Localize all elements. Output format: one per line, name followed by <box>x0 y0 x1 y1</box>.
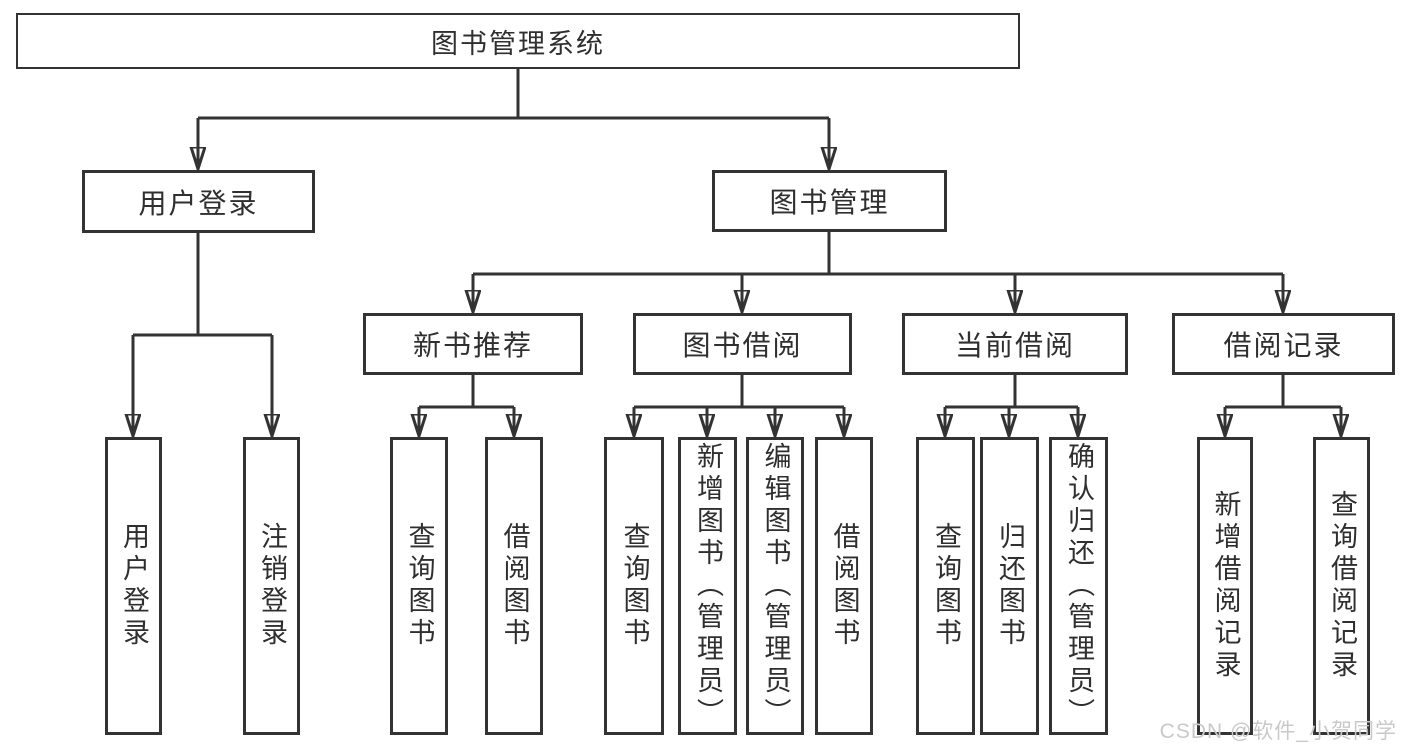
connector-new-book-branch <box>419 375 514 436</box>
node-current-borrowing: 当前借阅 <box>902 313 1128 375</box>
node-book-borrowing: 图书借阅 <box>633 313 852 375</box>
csdn-watermark: CSDN @软件_小贺同学 <box>1159 720 1397 743</box>
leaf-borrow-books-borrowing: 借阅图书 <box>815 437 873 735</box>
leaf-add-book-admin: 新增图书（管理员） <box>678 437 737 735</box>
leaf-query-books-recommend: 查询图书 <box>390 437 448 735</box>
connector-borrow-records-branch <box>1225 375 1341 436</box>
connector-book-borrow-branch <box>634 375 844 436</box>
connector-current-borrow-branch <box>945 375 1078 436</box>
leaf-borrow-books-recommend: 借阅图书 <box>485 437 543 735</box>
leaf-add-borrow-record: 新增借阅记录 <box>1197 437 1253 735</box>
node-library-management-system: 图书管理系统 <box>16 13 1020 69</box>
leaf-query-books-current: 查询图书 <box>916 437 975 735</box>
leaf-user-login: 用户登录 <box>105 437 162 735</box>
node-borrowing-records: 借阅记录 <box>1172 313 1395 375</box>
leaf-query-books-borrowing: 查询图书 <box>604 437 664 735</box>
node-user-login: 用户登录 <box>82 170 315 233</box>
connector-book-management-branch <box>473 232 1283 312</box>
leaf-logout: 注销登录 <box>243 437 300 735</box>
leaf-edit-book-admin: 编辑图书（管理员） <box>746 437 804 735</box>
connector-root-to-level2 <box>198 69 829 169</box>
leaf-confirm-return-admin: 确认归还（管理员） <box>1049 437 1108 735</box>
leaf-query-borrow-record: 查询借阅记录 <box>1313 437 1370 735</box>
leaf-return-book: 归还图书 <box>980 437 1039 735</box>
node-new-book-recommendation: 新书推荐 <box>363 313 583 375</box>
connector-user-login-branch <box>133 233 272 436</box>
node-book-management: 图书管理 <box>712 170 947 232</box>
